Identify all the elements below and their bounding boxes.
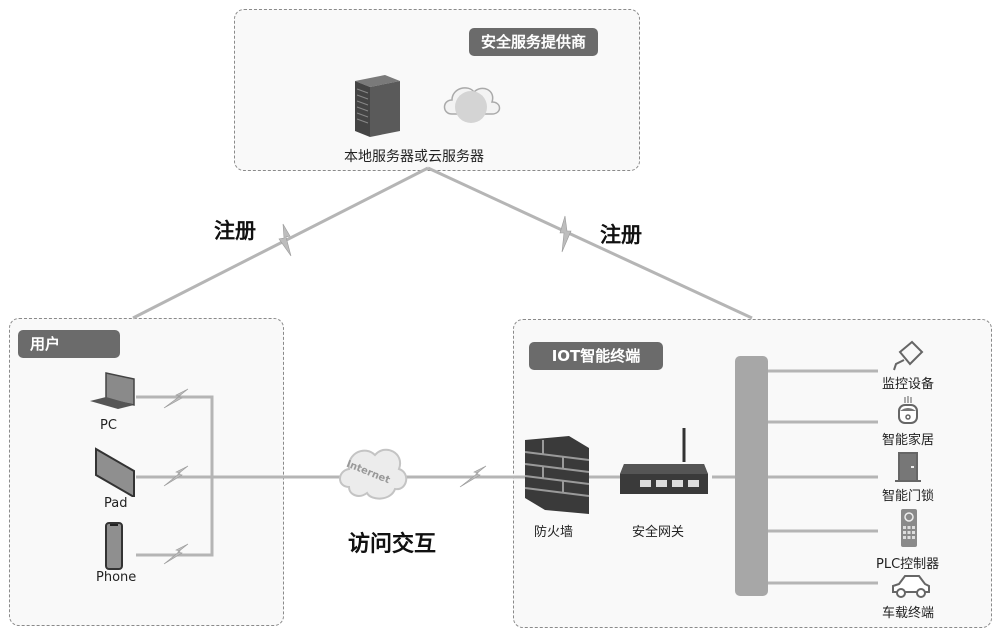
access-label: 访问交互 [348, 526, 436, 558]
server-label: 本地服务器或云服务器 [344, 146, 484, 166]
device-label-plc: PLC控制器 [876, 553, 939, 572]
phone-icon [104, 522, 126, 570]
smart-home-icon [896, 395, 920, 425]
tablet-icon [94, 447, 136, 497]
gateway-label: 安全网关 [632, 521, 684, 540]
gateway-router-icon [618, 428, 710, 494]
user-tag: 用户 [18, 330, 120, 358]
device-bus [735, 356, 768, 596]
door-lock-icon [893, 451, 923, 483]
device-label-smart-home: 智能家居 [882, 429, 934, 448]
device-label-pc: PC [100, 418, 117, 433]
register-line-left [133, 168, 428, 318]
device-label-door-lock: 智能门锁 [882, 485, 934, 504]
server-rack-icon [355, 71, 400, 137]
laptop-icon [88, 371, 138, 409]
camera-icon [890, 340, 926, 372]
firewall-icon [523, 436, 591, 514]
firewall-label: 防火墙 [534, 521, 573, 540]
iot-tag: IOT智能终端 [529, 342, 663, 370]
register-line-right [428, 168, 752, 318]
car-icon [889, 572, 931, 600]
device-label-phone: Phone [96, 570, 136, 585]
device-label-camera: 监控设备 [882, 373, 934, 392]
device-label-car: 车载终端 [882, 602, 934, 621]
device-label-pad: Pad [104, 496, 127, 511]
register-label-left: 注册 [214, 215, 256, 245]
provider-tag: 安全服务提供商 [469, 28, 598, 56]
register-label-right: 注册 [600, 219, 642, 249]
cloud-globe-icon [440, 80, 502, 128]
plc-controller-icon [900, 508, 918, 548]
lightning-icon [560, 216, 571, 252]
